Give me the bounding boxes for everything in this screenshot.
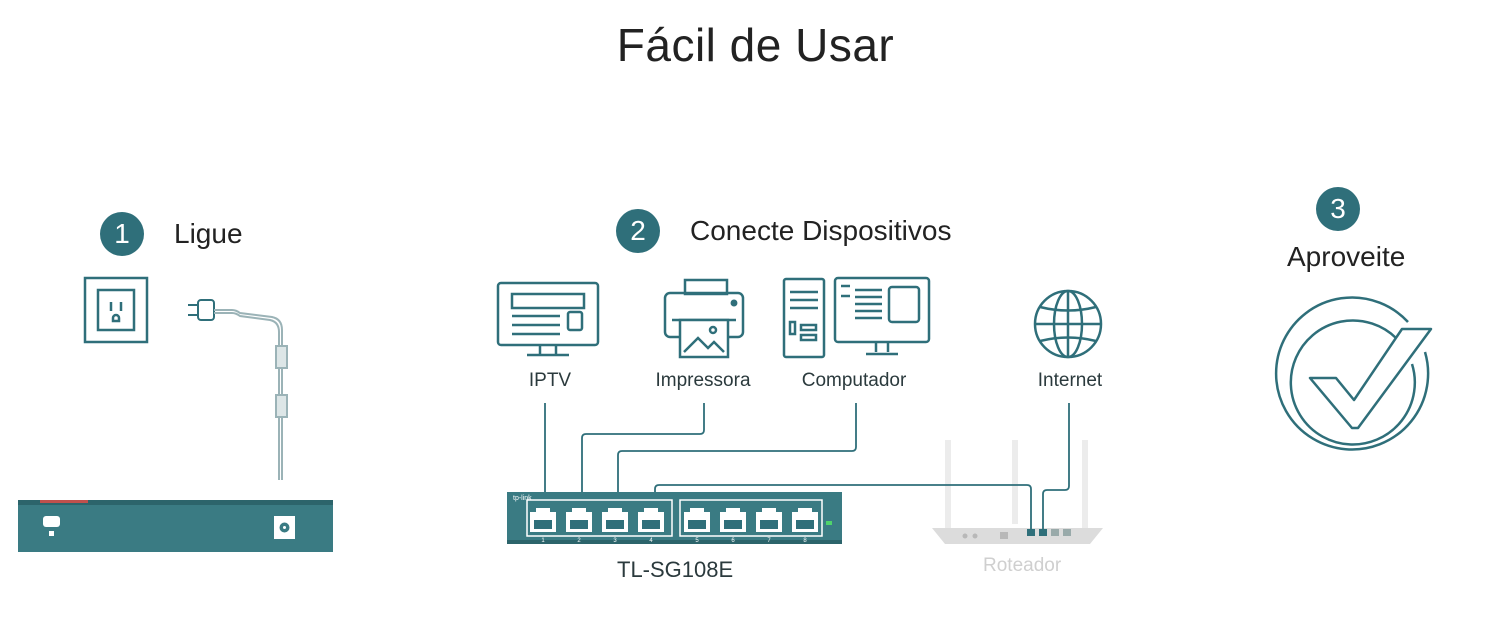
ethernet-port-socket — [606, 520, 624, 529]
port-number-label: 8 — [803, 538, 807, 544]
desktop-computer-icon — [782, 276, 931, 359]
computer-label: Computador — [801, 370, 907, 391]
router-cable — [654, 484, 1032, 529]
port-number-label: 4 — [649, 538, 653, 544]
lock-slot-icon — [43, 516, 60, 527]
switch-front-panel: 1 2 3 4 5 6 7 8 — [507, 492, 842, 544]
wall-outlet-icon — [83, 276, 149, 344]
port-number-label: 6 — [731, 538, 735, 544]
step-2-label: Conecte Dispositivos — [690, 215, 952, 246]
printer-icon — [663, 278, 745, 359]
router-icon — [932, 440, 1103, 544]
step-1-badge: 1 — [100, 212, 144, 256]
page-title: Fácil de Usar — [616, 19, 895, 71]
ethernet-port-socket — [570, 520, 588, 529]
step-1-label: Ligue — [174, 218, 243, 249]
printer-label: Impressora — [655, 370, 751, 391]
ethernet-port-socket — [534, 520, 552, 529]
internet-label: Internet — [1037, 370, 1103, 391]
switch-rear-panel — [18, 500, 333, 552]
step-2-badge: 2 — [616, 209, 660, 253]
ethernet-port-socket — [642, 520, 660, 529]
iptv-label: IPTV — [528, 370, 572, 391]
switch-model-label: TL-SG108E — [617, 557, 734, 582]
port-number-label: 5 — [695, 538, 699, 544]
ethernet-port-socket — [724, 520, 742, 529]
ethernet-port-socket — [760, 520, 778, 529]
router-label: Roteador — [983, 555, 1062, 576]
printer-cable — [581, 403, 705, 510]
internet-cable — [1042, 403, 1070, 529]
connection-lines — [544, 403, 1070, 529]
switch-brand: tp-link — [513, 495, 532, 502]
port-number-label: 3 — [613, 538, 617, 544]
ethernet-port-socket — [688, 520, 706, 529]
port-number-label: 2 — [577, 538, 581, 544]
tv-icon — [496, 281, 600, 357]
port-number-label: 1 — [541, 538, 545, 544]
ethernet-port-socket — [796, 520, 814, 529]
globe-icon — [1033, 289, 1103, 359]
step-3-badge: 3 — [1316, 187, 1360, 231]
step-3-label: Aproveite — [1287, 241, 1406, 272]
port-number-label: 7 — [767, 538, 771, 544]
computer-cable — [617, 403, 857, 510]
check-circle-icon — [1274, 296, 1433, 451]
power-plug-icon — [188, 299, 288, 480]
